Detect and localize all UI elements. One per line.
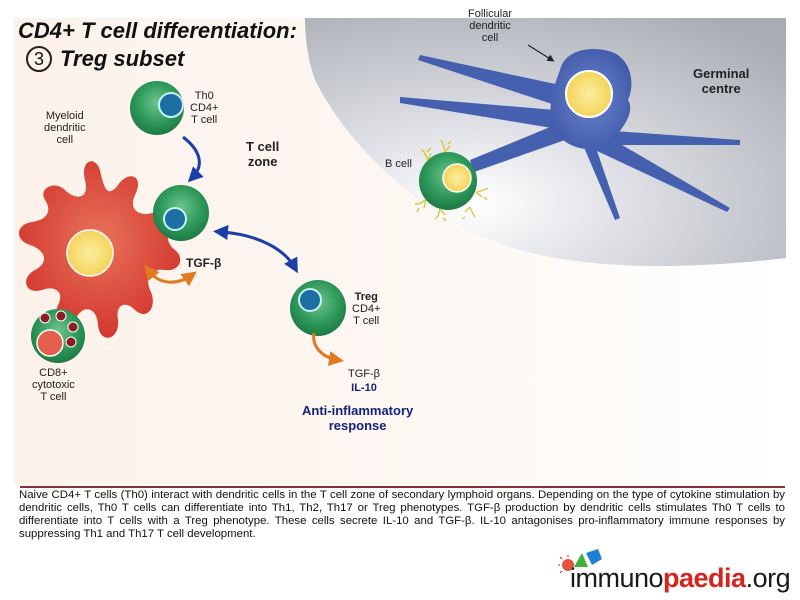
step-number-badge: 3 — [26, 46, 52, 72]
label-line: dendritic — [469, 20, 511, 32]
treg-label: Treg CD4+ T cell — [352, 291, 380, 327]
logo-part: paedia — [663, 563, 746, 593]
label-line: Th0 — [194, 90, 214, 102]
dendritic-cell-nucleus — [66, 229, 114, 277]
cd8-cytotoxic-t-cell — [31, 309, 85, 363]
b-cell-label: B cell — [385, 158, 412, 170]
label-line: dendritic — [44, 122, 86, 134]
arrow-treg-secretion — [312, 332, 344, 366]
page-title: CD4+ T cell differentiation: — [18, 18, 297, 43]
antibody-icon — [415, 139, 489, 222]
label-line: CD4+ — [352, 303, 381, 315]
caption-text: Naive CD4+ T cells (Th0) interact with d… — [19, 489, 785, 540]
label-line: Germinal — [693, 66, 750, 81]
label-line: cytotoxic — [32, 379, 75, 391]
treg-secretion-label: TGF-β IL-10 — [348, 368, 380, 394]
label-line: cell — [481, 32, 499, 44]
follicular-dendritic-cell — [400, 49, 740, 220]
arrow-th0-to-dc — [182, 135, 204, 183]
label-line: CD8+ — [39, 367, 68, 379]
label-line: IL-10 — [351, 382, 377, 394]
label-line: T cell — [191, 114, 218, 126]
label-line: centre — [701, 81, 741, 96]
follicular-dc-label: Follicular dendritic cell — [468, 8, 512, 44]
page-subtitle: 3 Treg subset — [26, 46, 184, 72]
treg-cd4-t-cell — [290, 280, 346, 336]
label-line: response — [328, 418, 387, 433]
label-line: Myeloid — [45, 110, 84, 122]
label-line: cell — [56, 134, 74, 146]
germinal-centre-label: Germinal centre — [693, 66, 749, 96]
immunopaedia-logo-text[interactable]: immunopaedia.org — [570, 563, 791, 593]
follicular-dc-pointer-arrow — [527, 44, 555, 62]
label-line: zone — [247, 154, 278, 169]
label-line: T cell — [353, 315, 380, 327]
label-line: Follicular — [468, 8, 513, 20]
label-line: CD4+ — [190, 102, 219, 114]
activated-cd4-t-cell — [153, 185, 209, 241]
myeloid-dc-label: Myeloid dendritic cell — [44, 110, 86, 146]
subtitle-text: Treg subset — [60, 46, 185, 71]
arrow-tgf-beta-dc — [144, 264, 197, 287]
label-line: Anti-inflammatory — [302, 403, 414, 418]
arrow-to-treg — [213, 224, 298, 274]
granule-icon — [39, 310, 79, 348]
logo-part: immuno — [570, 563, 664, 593]
logo-part: .org — [745, 563, 791, 593]
th0-label: Th0 CD4+ T cell — [190, 90, 218, 126]
label-line: T cell — [246, 139, 280, 154]
caption-divider — [20, 486, 785, 488]
label-line: T cell — [40, 391, 67, 403]
immunopaedia-logo-icon — [558, 549, 602, 574]
label-line: Treg — [354, 291, 378, 303]
t-cell-zone-label: T cell zone — [246, 139, 279, 169]
tgf-beta-dc-label: TGF-β — [186, 256, 222, 270]
th0-cd4-t-cell — [130, 81, 184, 135]
cd8-label: CD8+ cytotoxic T cell — [32, 367, 75, 403]
b-cell — [415, 139, 489, 222]
outcome-label: Anti-inflammatory response — [302, 403, 413, 433]
label-line: TGF-β — [348, 368, 380, 380]
